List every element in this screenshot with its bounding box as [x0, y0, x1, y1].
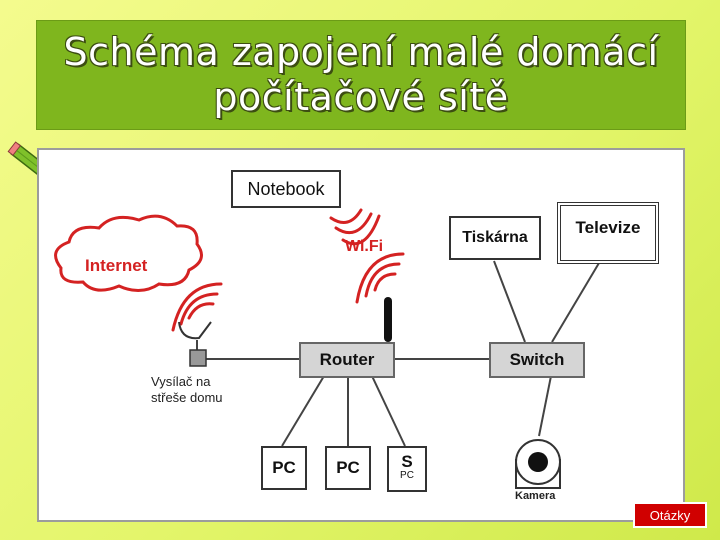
pc-box-2: PC [325, 446, 371, 490]
server-label-pc: PC [400, 470, 414, 481]
cloud-icon [54, 214, 203, 292]
router-box: Router [299, 342, 395, 378]
vysilac-line-2: střeše domu [151, 390, 223, 405]
pc-box-1: PC [261, 446, 307, 490]
antenna-icon [178, 321, 212, 367]
kamera-label: Kamera [515, 490, 556, 502]
otazky-button[interactable]: Otázky [633, 502, 707, 528]
server-pc-box: S PC [387, 446, 427, 492]
notebook-label: Notebook [247, 178, 325, 199]
pc-label-2: PC [336, 458, 360, 477]
switch-box: Switch [489, 342, 585, 378]
tiskarna-box: Tiskárna [449, 216, 541, 260]
pc-label-1: PC [272, 458, 296, 477]
diagram-lines [54, 208, 600, 489]
title-banner: Schéma zapojení malé domácí počítačové s… [36, 20, 686, 130]
notebook-box: Notebook [231, 170, 341, 208]
switch-label: Switch [509, 350, 565, 369]
internet-label: Internet [85, 256, 148, 275]
server-label-s: S [401, 452, 413, 471]
camera-icon [515, 439, 561, 489]
vysilac-label: Vysílač na střeše domu [151, 374, 223, 406]
wifi-label: Wi.Fi [345, 238, 384, 255]
tiskarna-label: Tiskárna [462, 229, 528, 246]
page-title-line-2: počítačové sítě [213, 75, 509, 119]
vysilac-line-1: Vysílač na [151, 374, 211, 389]
televize-box: Televize [557, 202, 659, 264]
televize-label: Televize [575, 218, 641, 237]
wifi-signal-icon [329, 208, 381, 246]
page-title-line-1: Schéma zapojení malé domácí [63, 30, 659, 74]
network-diagram: Notebook Wi.Fi Internet Tiskárna Televiz… [37, 148, 685, 522]
router-label: Router [319, 350, 375, 369]
